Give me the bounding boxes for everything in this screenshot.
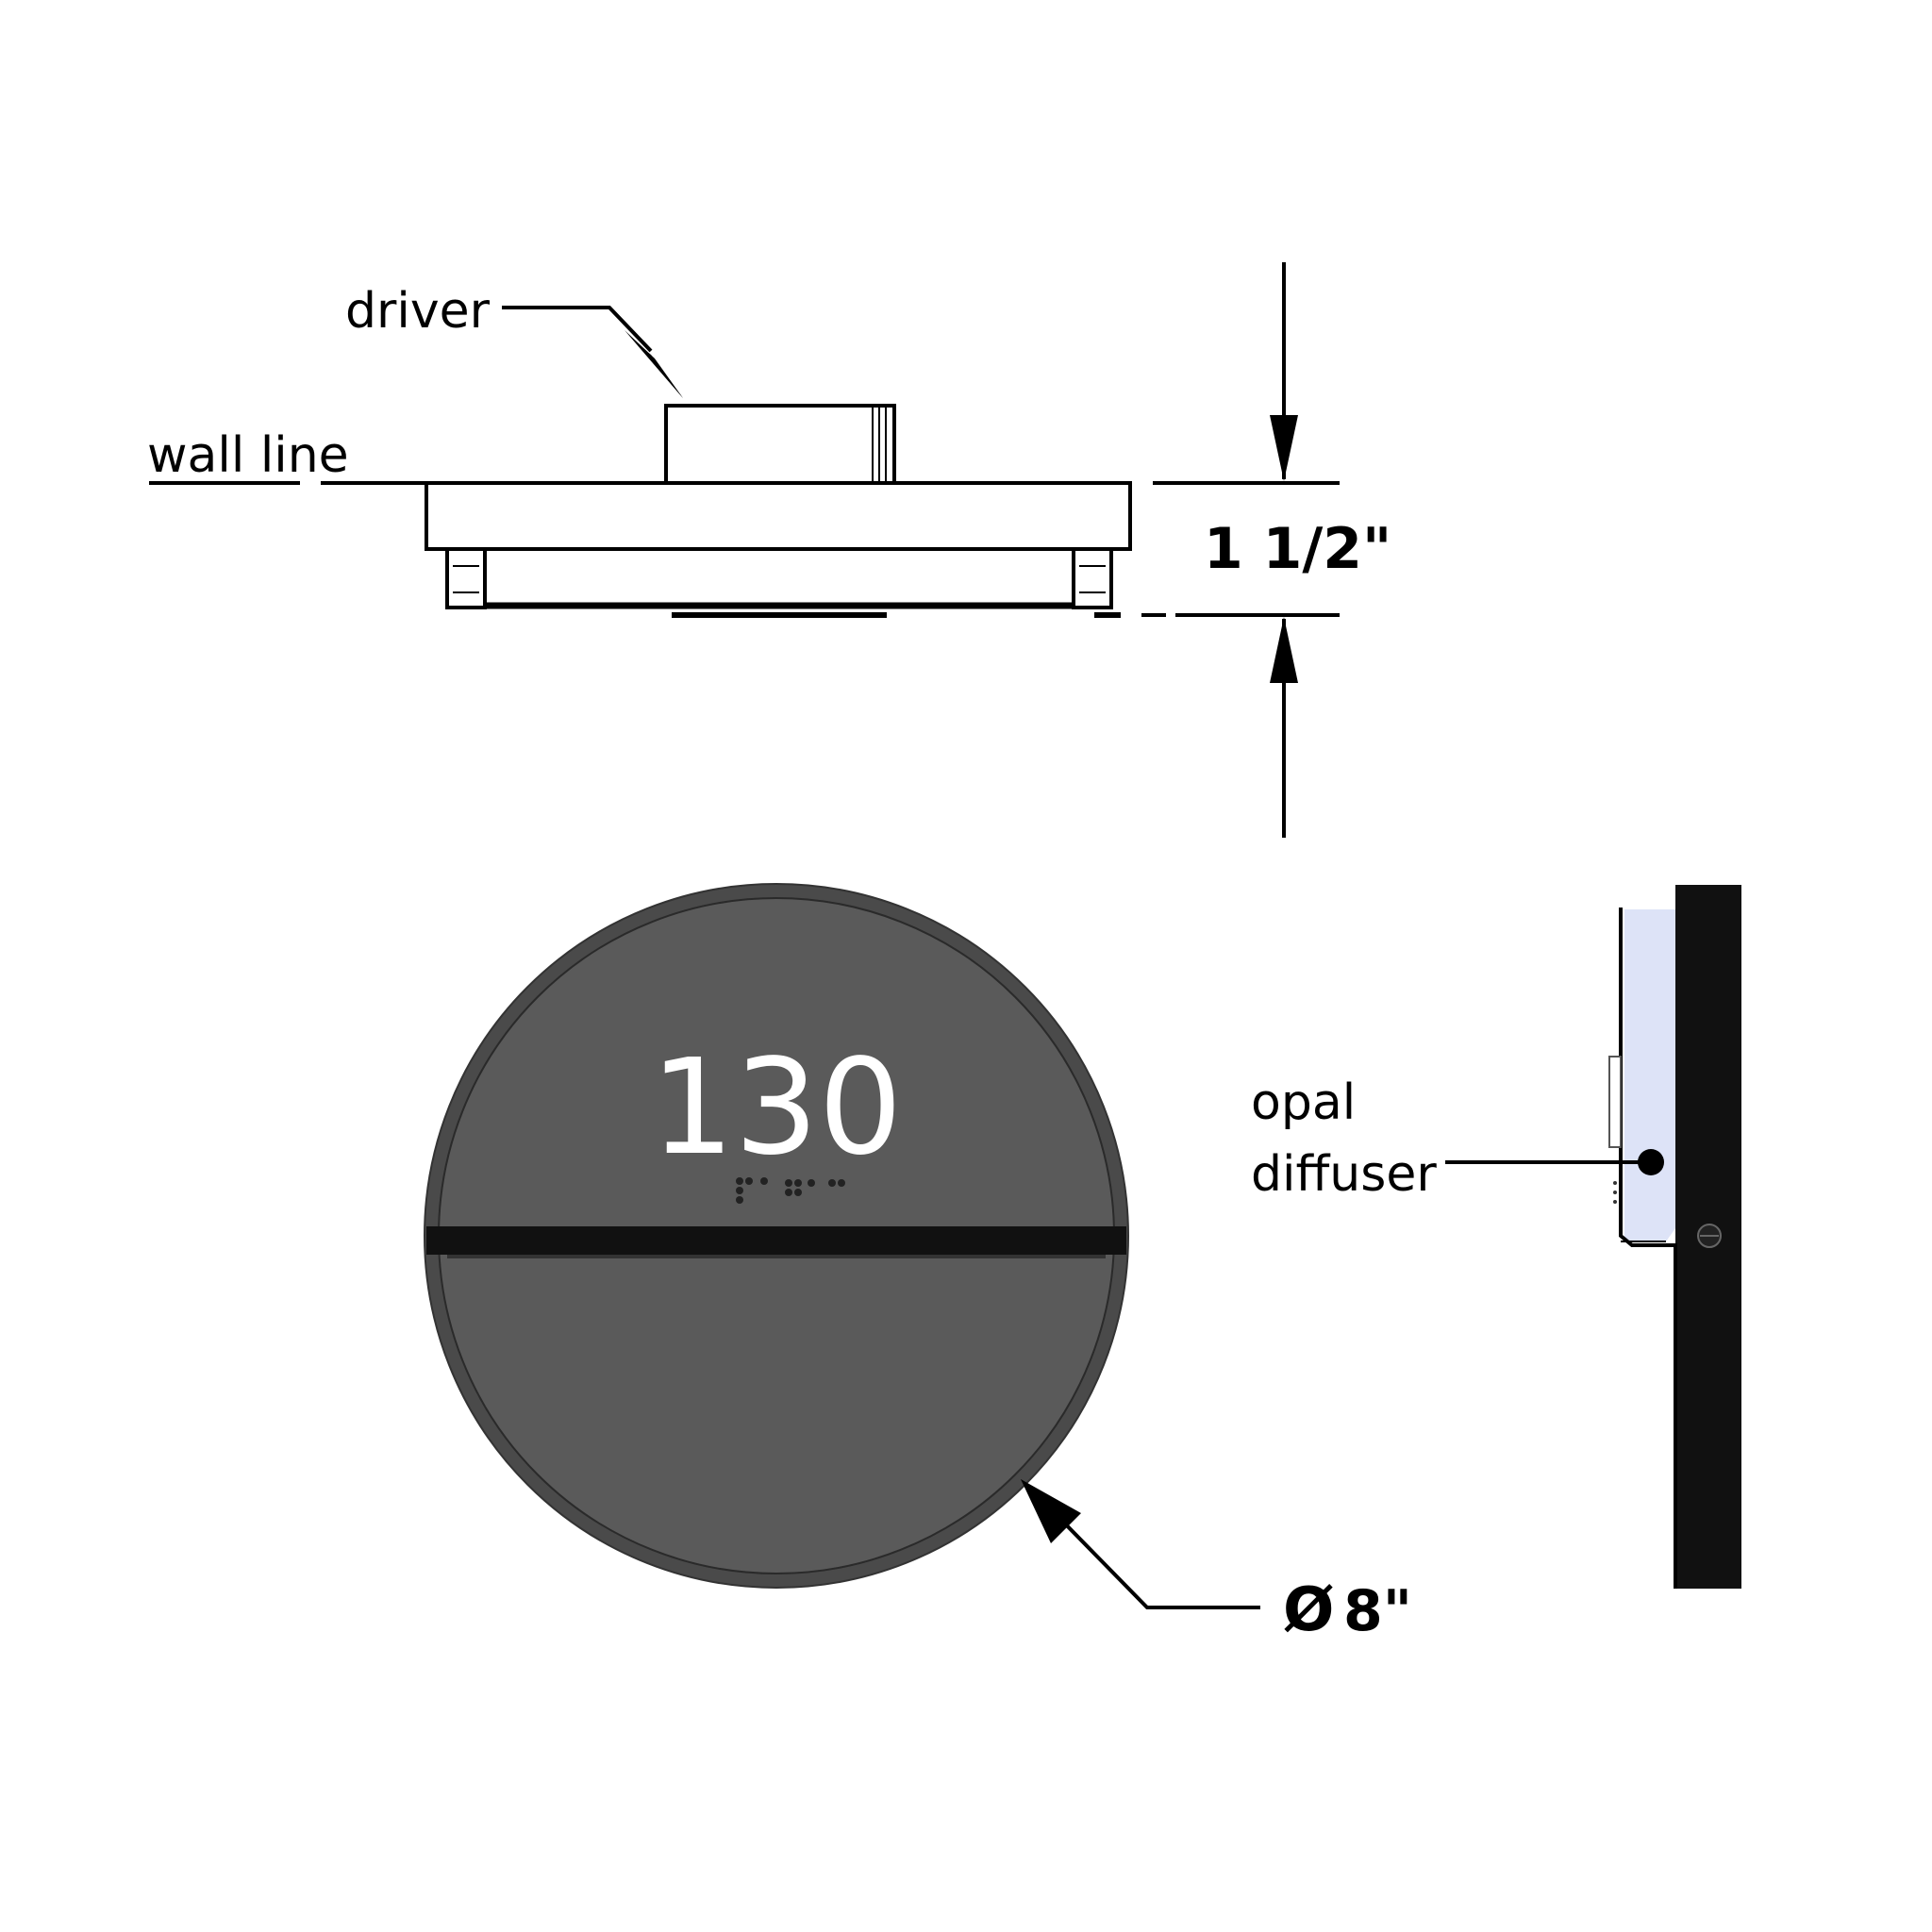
diffuser-label-line1: opal	[1251, 1074, 1356, 1131]
height-dimension-label: 1 1/2"	[1204, 516, 1391, 582]
braille-text	[736, 1177, 845, 1204]
driver-box	[664, 404, 896, 485]
leader-dot-icon	[1638, 1149, 1664, 1175]
room-number: 130	[650, 1031, 902, 1185]
sign-panel-profile	[445, 547, 1340, 618]
arrow-up-icon	[1270, 617, 1298, 683]
driver-leader	[502, 306, 683, 398]
diameter-leader	[1021, 1479, 1260, 1609]
diameter-dimension-label: 8"	[1343, 1578, 1412, 1644]
side-lens	[1624, 909, 1675, 1241]
top-view: driver wall line 1 1/2"	[147, 262, 1391, 838]
side-view: opal diffuser	[1251, 885, 1741, 1589]
sign-divider-bar	[426, 1226, 1126, 1255]
back-plate	[425, 481, 1132, 551]
wall-line-label: wall line	[147, 427, 349, 484]
driver-label: driver	[345, 283, 491, 340]
diffuser-label-line2: diffuser	[1251, 1146, 1437, 1203]
front-view: 130 Ø 8"	[424, 883, 1412, 1645]
height-dimension	[1270, 262, 1298, 838]
arrow-down-icon	[1270, 415, 1298, 481]
diameter-symbol: Ø	[1283, 1575, 1334, 1645]
